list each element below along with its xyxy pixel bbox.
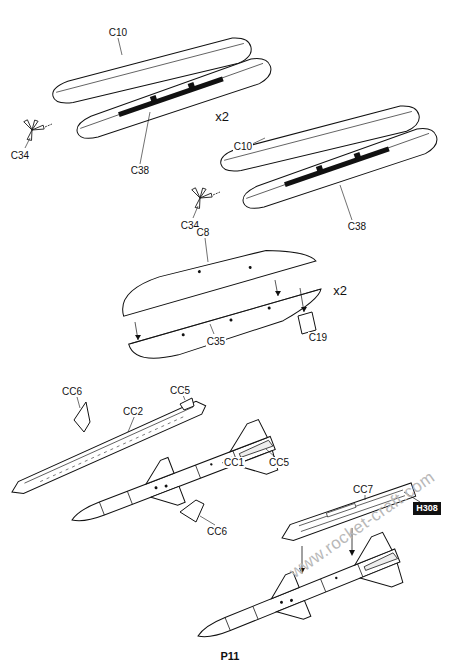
quantity-mark: x2 <box>332 285 348 296</box>
page-number: P11 <box>220 651 241 662</box>
part-number: CC7 <box>352 484 374 495</box>
part-number: C38 <box>347 221 367 232</box>
part-number: CC2 <box>122 406 144 417</box>
part-number: CC6 <box>206 526 228 537</box>
part-number: CC1 <box>223 457 245 468</box>
part-number: CC5 <box>169 385 191 396</box>
part-number: C10 <box>108 27 128 38</box>
part-number: CC6 <box>61 386 83 397</box>
part-code-box: H308 <box>413 502 441 515</box>
quantity-mark: x2 <box>214 111 230 122</box>
part-number: CC5 <box>268 457 290 468</box>
part-number: C35 <box>206 336 226 347</box>
part-number: C10 <box>233 141 253 152</box>
part-number: C19 <box>308 332 328 343</box>
part-code: H308 <box>416 503 438 513</box>
part-number: C38 <box>130 165 150 176</box>
part-number: C8 <box>196 227 211 238</box>
part-number: C34 <box>10 150 30 161</box>
